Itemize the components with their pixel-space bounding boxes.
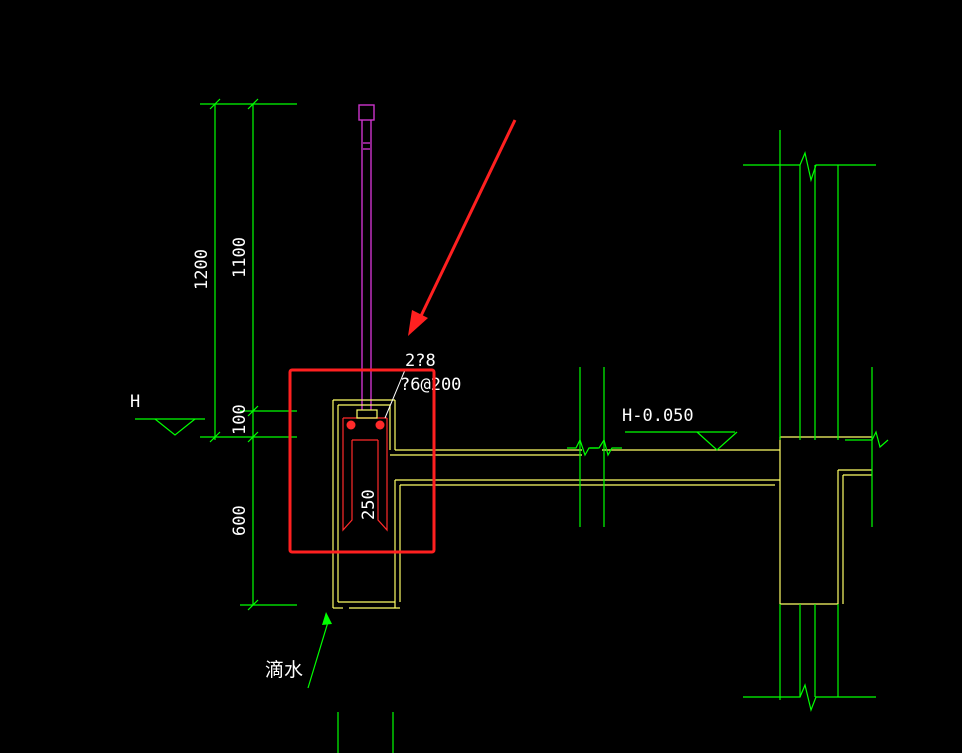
railing xyxy=(358,104,375,410)
level-label-left: H xyxy=(130,392,140,412)
rail-base-plate xyxy=(356,409,378,419)
drip-label: 滴水 xyxy=(265,659,303,681)
rebar-dot-left xyxy=(346,420,356,430)
dim-1100: 1100 xyxy=(230,237,250,278)
dim-600: 600 xyxy=(230,505,250,536)
rebar xyxy=(342,417,388,532)
beam-outline xyxy=(332,399,872,609)
elevation-triangle-icon xyxy=(625,431,738,451)
section-lines xyxy=(307,130,889,753)
elevation-triangle-icon xyxy=(135,418,205,436)
dim-100: 100 xyxy=(230,404,250,435)
dim-250: 250 xyxy=(359,489,379,520)
red-pointer-arrow xyxy=(408,119,517,336)
rebar-stirrup-label: ?6@200 xyxy=(400,375,461,395)
highlight-box xyxy=(288,368,436,554)
dim-1200: 1200 xyxy=(192,249,212,290)
rebar-leader xyxy=(384,369,406,419)
rebar-dot-right xyxy=(375,420,385,430)
dimension-lines xyxy=(200,98,297,611)
rebar-top-label: 2?8 xyxy=(405,351,436,371)
level-label-right: H-0.050 xyxy=(622,406,694,426)
